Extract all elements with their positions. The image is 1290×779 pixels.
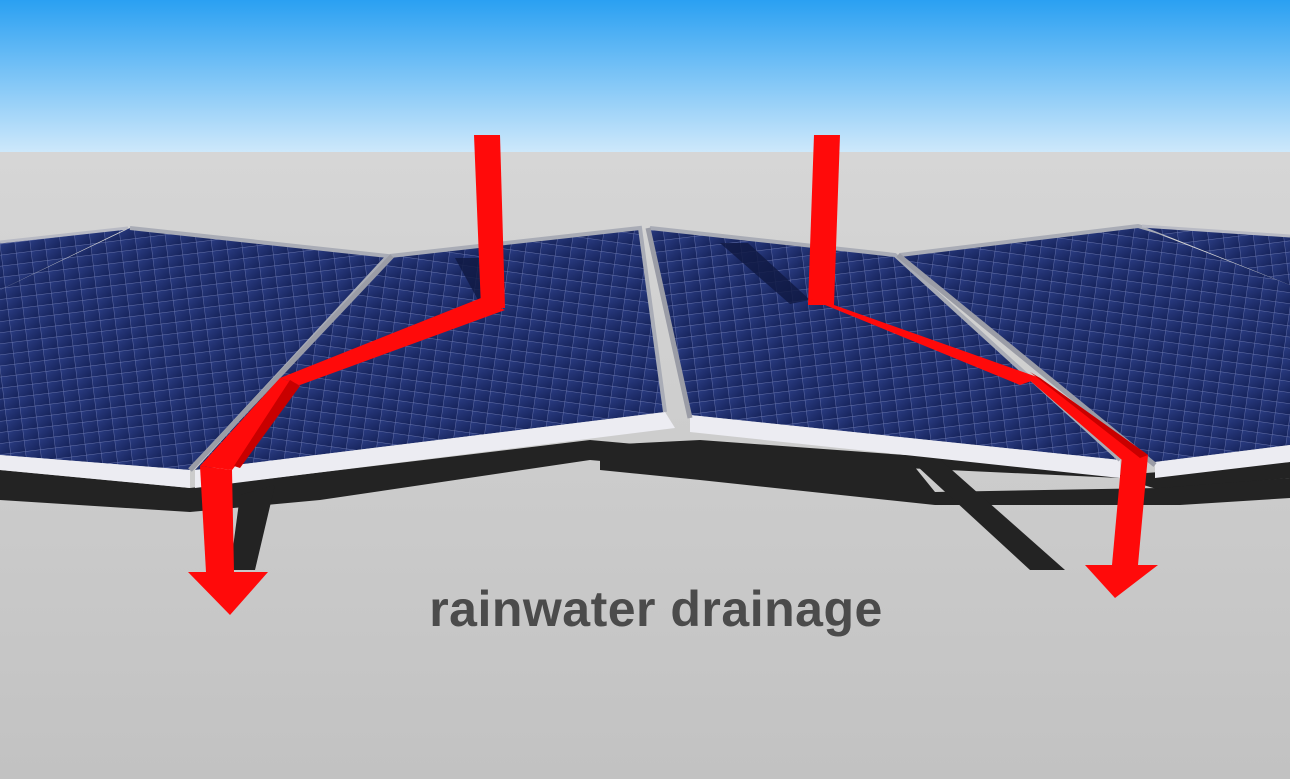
panel-shadows bbox=[0, 440, 1290, 570]
rain-flow-arrow-left bbox=[188, 135, 505, 615]
solar-panel-2 bbox=[188, 225, 675, 488]
solar-panel-far-left bbox=[0, 226, 129, 290]
solar-panel-far-right bbox=[1141, 224, 1290, 285]
sky bbox=[0, 0, 1290, 152]
diagram-caption: rainwater drainage bbox=[429, 581, 883, 637]
rain-flow-arrow-right bbox=[808, 135, 1158, 598]
